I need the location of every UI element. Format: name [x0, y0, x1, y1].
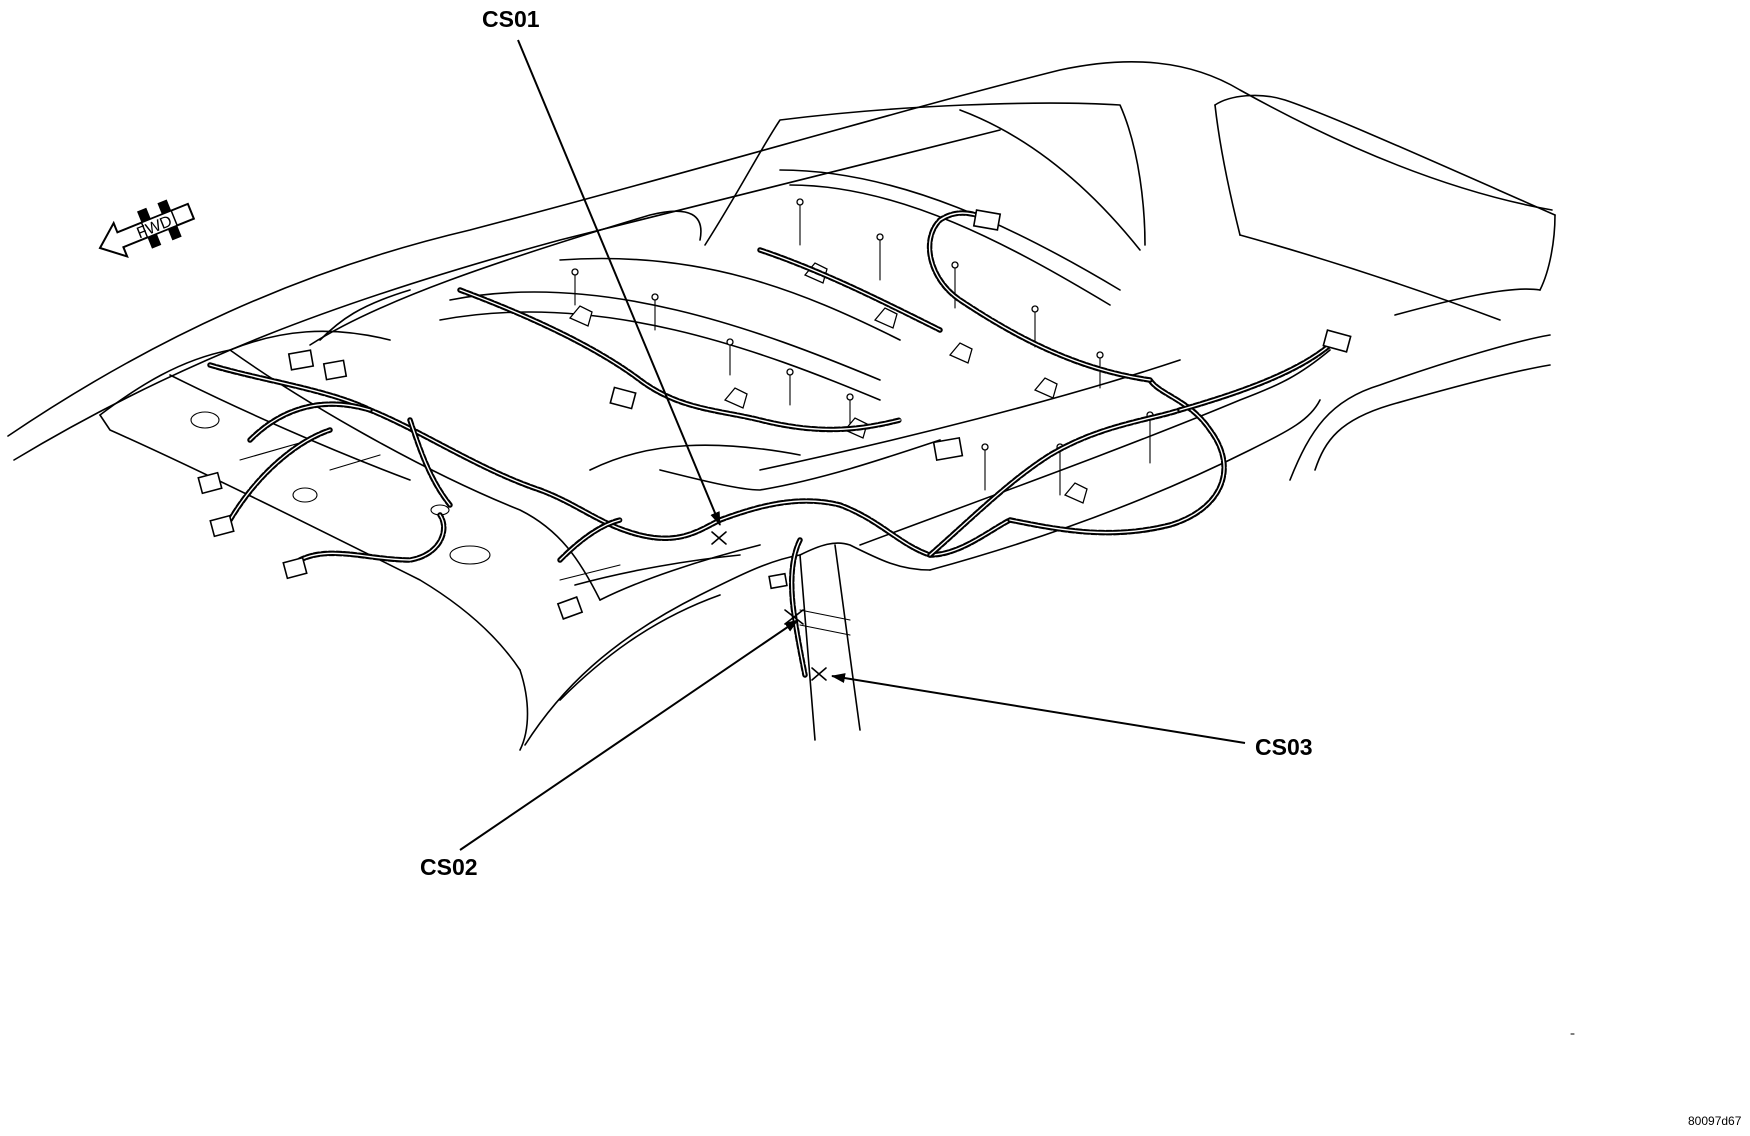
wiring-harness [207, 210, 1333, 678]
callout-cs01: CS01 [482, 6, 540, 32]
roof-body-outline [7, 61, 1556, 751]
callout-labels: CS01 CS02 CS03 [420, 6, 1313, 880]
harness-connectors [197, 209, 1352, 620]
cs02-leader [459, 619, 799, 851]
cs01-leader [517, 39, 721, 526]
callout-cs02: CS02 [420, 854, 478, 880]
fwd-direction-indicator: FWD [98, 199, 196, 259]
fastener-pins [571, 198, 1154, 496]
splice-marks [711, 531, 851, 681]
arrow-left-icon: FWD [98, 199, 196, 259]
cs03-leader [831, 673, 1246, 744]
figure-id: 80097d67 [1688, 1114, 1742, 1128]
callout-leaders [459, 39, 1246, 851]
callout-cs03: CS03 [1255, 734, 1313, 760]
